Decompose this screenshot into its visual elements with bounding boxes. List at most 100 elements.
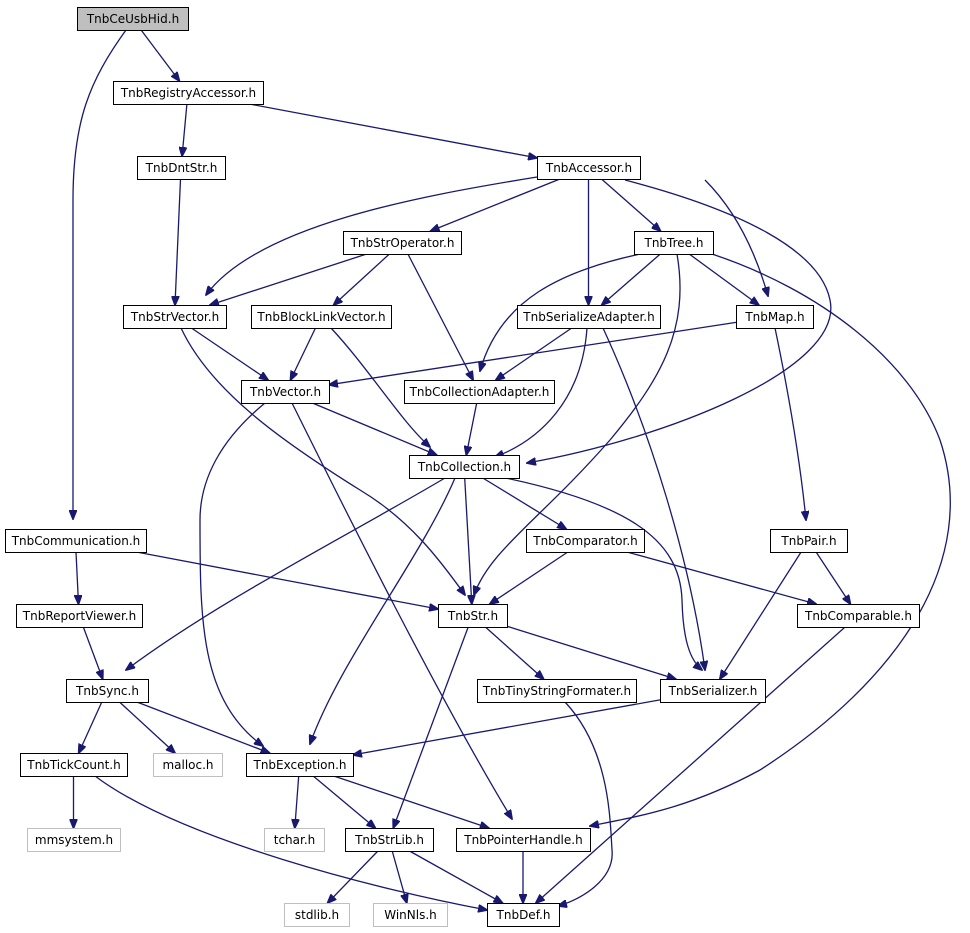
edge-blocklink-to-collection [330, 327, 430, 447]
node-label: TnbComparable.h [804, 609, 912, 623]
node-box [487, 903, 560, 927]
node-stroperator[interactable]: TnbStrOperator.h [343, 231, 462, 255]
node-tickcount[interactable]: TnbTickCount.h [20, 753, 128, 777]
edge-ceusbhid-to-communication [73, 29, 127, 519]
node-box [517, 305, 661, 329]
edge-vector-to-exception [199, 402, 266, 746]
node-box [284, 903, 350, 927]
node-map[interactable]: TnbMap.h [736, 305, 814, 329]
node-label: TnbAccessor.h [545, 161, 632, 175]
node-serializer[interactable]: TnbSerializer.h [660, 679, 766, 703]
node-label: TnbCollectionAdapter.h [409, 385, 550, 399]
node-box [409, 455, 520, 479]
node-collection[interactable]: TnbCollection.h [409, 455, 520, 479]
nodes-layer: TnbCeUsbHid.hTnbRegistryAccessor.hTnbDnt… [5, 7, 920, 927]
node-box [537, 156, 641, 180]
edge-communication-to-reportviewer [76, 551, 79, 604]
node-ptrhandle[interactable]: TnbPointerHandle.h [456, 828, 591, 852]
node-box [251, 305, 392, 329]
node-ceusbhid[interactable]: TnbCeUsbHid.h [77, 7, 189, 31]
node-def[interactable]: TnbDef.h [487, 903, 560, 927]
node-box [27, 828, 121, 852]
edge-accessor-to-strvector [206, 176, 538, 295]
edge-accessor-to-stroperator [431, 178, 561, 231]
node-box [770, 529, 848, 553]
edge-accessor-to-map [704, 179, 768, 296]
node-winnls: WinNls.h [373, 903, 448, 927]
node-label: TnbReportViewer.h [22, 609, 136, 623]
edge-tree-to-coladapter [480, 251, 651, 371]
edge-strvector-to-str [180, 327, 465, 595]
edge-tickcount-to-def [94, 775, 487, 910]
node-box [477, 679, 637, 703]
node-mmsystem: mmsystem.h [27, 828, 121, 852]
node-blocklink[interactable]: TnbBlockLinkVector.h [251, 305, 392, 329]
edge-dntstr-to-strvector [175, 178, 182, 305]
node-tchar: tchar.h [264, 828, 325, 852]
edge-collection-to-comparator [482, 477, 566, 529]
node-box [137, 156, 226, 180]
node-coladapter[interactable]: TnbCollectionAdapter.h [404, 380, 555, 404]
edge-comparator-to-comparable [626, 551, 816, 604]
edge-str-to-tinyfmt [484, 626, 543, 679]
node-sync[interactable]: TnbSync.h [66, 679, 149, 703]
node-str[interactable]: TnbStr.h [438, 604, 508, 628]
edge-exception-to-strlib [312, 775, 375, 828]
node-label: WinNls.h [384, 908, 437, 922]
node-reportviewer[interactable]: TnbReportViewer.h [16, 604, 143, 628]
node-pair[interactable]: TnbPair.h [770, 529, 848, 553]
node-vector[interactable]: TnbVector.h [241, 380, 330, 404]
edge-collection-to-str [464, 477, 472, 604]
edge-regacc-to-dntstr [182, 103, 188, 156]
node-exception[interactable]: TnbException.h [246, 753, 354, 777]
node-comparable[interactable]: TnbComparable.h [797, 604, 920, 628]
node-box [241, 380, 330, 404]
edge-serializer-to-exception [353, 699, 661, 755]
node-strvector[interactable]: TnbStrVector.h [123, 305, 227, 329]
edge-tree-to-str [474, 253, 681, 595]
node-label: TnbSerializeAdapter.h [522, 310, 654, 324]
edge-accessor-to-collection [527, 179, 832, 463]
node-box [526, 529, 645, 553]
node-box [373, 903, 448, 927]
node-strlib[interactable]: TnbStrLib.h [345, 828, 434, 852]
node-box [456, 828, 591, 852]
edge-strlib-to-winnls [391, 850, 407, 903]
node-regacc[interactable]: TnbRegistryAccessor.h [113, 81, 264, 105]
edge-sync-to-malloc [119, 701, 176, 753]
node-label: stdlib.h [295, 908, 339, 922]
edge-stroperator-to-coladapter [407, 253, 473, 380]
node-tree[interactable]: TnbTree.h [634, 231, 714, 255]
edge-exception-to-tchar [295, 775, 299, 828]
node-box [16, 604, 143, 628]
edge-strvector-to-vector [191, 327, 268, 380]
edge-sync-to-exception [136, 701, 270, 753]
node-box [113, 81, 264, 105]
edge-pair-to-comparable [815, 551, 850, 604]
node-label: TnbStrVector.h [130, 310, 219, 324]
edge-collection-to-exception [310, 477, 456, 744]
node-dntstr[interactable]: TnbDntStr.h [137, 156, 226, 180]
edge-vector-to-collection [312, 402, 436, 455]
node-label: tchar.h [274, 833, 316, 847]
node-label: TnbTickCount.h [26, 758, 120, 772]
node-label: mmsystem.h [35, 833, 113, 847]
node-communication[interactable]: TnbCommunication.h [5, 529, 147, 553]
edge-map-to-vector [329, 321, 737, 384]
node-box [404, 380, 555, 404]
node-label: TnbSync.h [75, 684, 139, 698]
edge-sync-to-tickcount [79, 701, 103, 753]
node-box [77, 7, 189, 31]
node-box [246, 753, 354, 777]
node-box [797, 604, 920, 628]
edge-collection-to-sync [126, 477, 446, 670]
node-seradapter[interactable]: TnbSerializeAdapter.h [517, 305, 661, 329]
node-box [343, 231, 462, 255]
node-label: TnbPair.h [780, 534, 836, 548]
node-comparator[interactable]: TnbComparator.h [526, 529, 645, 553]
node-accessor[interactable]: TnbAccessor.h [537, 156, 641, 180]
edge-stroperator-to-blocklink [334, 253, 390, 305]
node-box [5, 529, 147, 553]
node-tinyfmt[interactable]: TnbTinyStringFormater.h [477, 679, 637, 703]
node-label: TnbMap.h [744, 310, 804, 324]
